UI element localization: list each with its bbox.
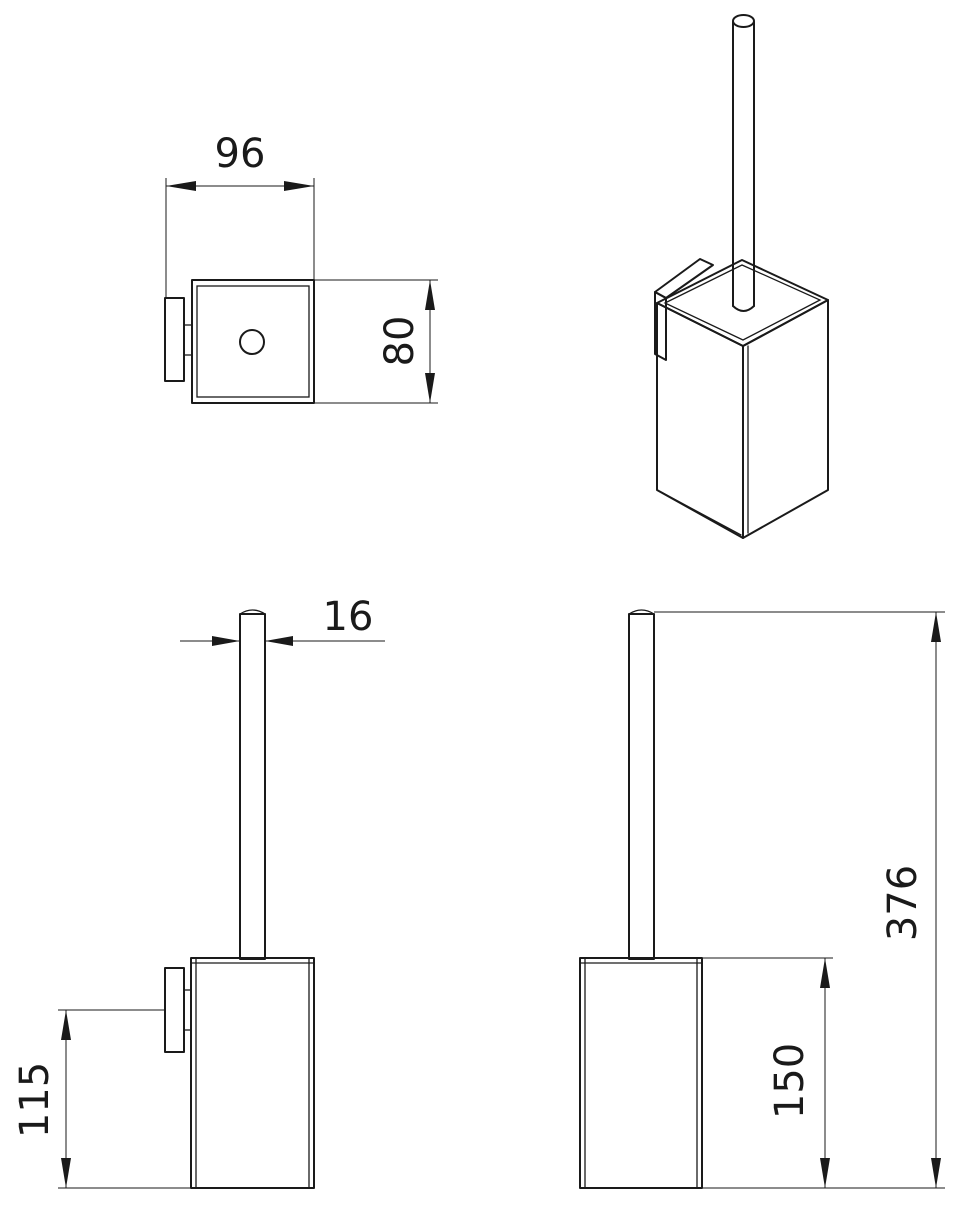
side-handle-cap: [239, 609, 266, 615]
iso-box-rim: [663, 264, 822, 341]
side-view: 16 115: [12, 594, 385, 1189]
iso-wall-plate-side: [654, 291, 667, 361]
arrowhead: [425, 280, 435, 310]
front-handle: [628, 613, 655, 960]
arrowhead: [166, 181, 196, 191]
iso-box-right-face: [742, 299, 829, 539]
arrowhead: [820, 958, 830, 988]
side-wall-connector: [183, 989, 192, 1031]
dim-label-80: 80: [377, 316, 423, 367]
dim-label-16: 16: [323, 594, 374, 640]
iso-handle-cap: [732, 14, 755, 28]
dim-label-96: 96: [215, 131, 266, 177]
front-view: 150 376: [579, 609, 945, 1189]
arrowhead: [265, 636, 293, 646]
side-handle: [239, 613, 266, 960]
iso-box-left-face: [656, 302, 744, 539]
arrowhead: [61, 1158, 71, 1188]
holder-outline-top: [191, 279, 315, 404]
isometric-view: [654, 14, 829, 539]
arrowhead: [931, 1158, 941, 1188]
top-view: 96 80: [164, 131, 438, 404]
arrowhead: [284, 181, 314, 191]
arrowhead: [820, 1158, 830, 1188]
side-holder-body: [190, 957, 315, 1189]
dim-label-150: 150: [767, 1043, 813, 1119]
side-wall-plate: [164, 967, 185, 1053]
iso-bottom-edge: [660, 491, 742, 536]
holder-inner-rim-top: [196, 285, 310, 398]
dim-label-376: 376: [880, 865, 926, 941]
wall-mount-connector: [183, 324, 193, 356]
front-holder-body: [579, 957, 703, 1189]
arrowhead: [425, 373, 435, 403]
wall-plate: [164, 297, 185, 382]
arrowhead: [61, 1010, 71, 1040]
iso-handle-base: [732, 305, 755, 312]
arrowhead: [212, 636, 240, 646]
dim-label-115: 115: [12, 1062, 58, 1138]
brush-handle-circle: [239, 329, 265, 355]
front-handle-cap: [628, 609, 655, 615]
arrowhead: [931, 612, 941, 642]
